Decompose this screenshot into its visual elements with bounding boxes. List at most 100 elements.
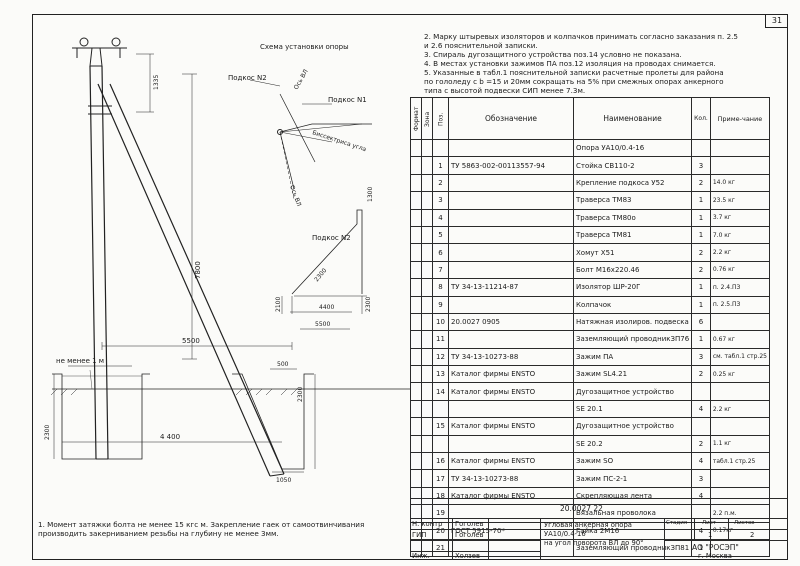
label-os-vl-1: Ось ВЛ (293, 68, 310, 91)
spec-cell-prim (709, 417, 770, 436)
spec-cell-empty (421, 347, 433, 367)
spec-cell-kol (691, 382, 711, 401)
label-stadia: Стадия (666, 520, 688, 526)
dim-4400b: 4 400 (160, 433, 180, 441)
spec-cell-naim: SE 20.2 (572, 434, 693, 454)
spec-cell-prim (709, 382, 770, 401)
spec-cell-empty (421, 399, 433, 419)
spec-cell-obozn: ТУ 5863-002-00113557-94 (448, 156, 574, 175)
spec-cell-empty (421, 225, 433, 245)
spec-cell-obozn (448, 173, 574, 193)
scheme-axis-b (279, 123, 372, 133)
spec-cell-kol: 4 (691, 399, 711, 419)
spec-cell-obozn: Каталог фирмы ENSTO (448, 382, 574, 401)
spec-cell-kol: 3 (691, 156, 711, 175)
spec-cell-empty (421, 278, 433, 297)
spec-cell-naim: Натяжная изолиров. подвеска (572, 312, 693, 332)
spec-cell-kol: 3 (691, 347, 711, 367)
spec-cell-obozn (448, 260, 574, 280)
spec-cell-obozn: ТУ 34-13-11214-87 (448, 278, 574, 297)
spec-cell-empty (410, 243, 422, 262)
scheme-title: Схема установки опоры (260, 43, 349, 51)
scheme-pole (277, 129, 283, 135)
org-name: АО "РОСЭП" (692, 543, 739, 552)
spec-cell-kol: 2 (691, 434, 711, 454)
spec-cell-kol: 1 (691, 191, 711, 210)
dim-1335: 1335 (153, 75, 160, 90)
dim-4400a: 4400 (319, 304, 334, 311)
spec-cell-poz: 5 (432, 225, 449, 245)
spec-cell-poz: 16 (432, 452, 449, 471)
spec-cell-poz: 13 (432, 365, 449, 384)
spec-cell-poz: 7 (432, 260, 449, 280)
col-primechanie: Приме-чание (709, 97, 770, 140)
spec-cell-empty (421, 365, 433, 384)
spec-cell-naim: Зажим ПС-2-1 (572, 469, 693, 488)
spec-cell-naim: Стойка СВ110-2 (572, 156, 693, 175)
spec-cell-empty (410, 138, 422, 158)
spec-cell-naim: Траверса ТМ83 (572, 191, 693, 210)
spec-cell-kol: 2 (691, 260, 711, 280)
note-line: 5. Указанные в табл.1 пояснительной запи… (424, 68, 724, 77)
dim-2100: 2100 (275, 297, 282, 312)
spec-cell-poz: 14 (432, 382, 449, 401)
spec-cell-prim: 0.76 кг (709, 260, 770, 280)
spec-cell-prim: 0.25 кг (709, 365, 770, 384)
spec-cell-obozn (448, 434, 574, 454)
spec-cell-empty (421, 469, 433, 488)
spec-cell-empty (410, 399, 422, 419)
spec-cell-obozn: Каталог фирмы ENSTO (448, 365, 574, 384)
title-block: 20.0027 22 Н. контр ГИП Инж. Гоголев Гог… (410, 498, 788, 560)
spec-cell-naim: Изолятор ШР-20Г (572, 278, 693, 297)
spec-cell-empty (410, 365, 422, 384)
dim-2300a: 2300 (313, 267, 328, 283)
spec-cell-naim: Зажим SO (572, 452, 693, 471)
spec-cell-prim: 3.7 кг (709, 208, 770, 227)
spec-cell-kol: 4 (691, 452, 711, 471)
bottom-note: 1. Момент затяжки болта не менее 15 кгс … (38, 520, 365, 538)
spec-cell-naim: SE 20.1 (572, 399, 693, 419)
spec-cell-prim: 2.2 кг (709, 399, 770, 419)
spec-cell-empty (410, 295, 422, 314)
col-format: Формат (410, 97, 422, 140)
col-naimenovanie: Наименование (572, 97, 693, 140)
title-line-3: на угол поворота ВЛ до 90° (544, 539, 644, 547)
spec-cell-empty (410, 347, 422, 367)
dim-7800: 7800 (194, 261, 202, 279)
spec-cell-empty (421, 330, 433, 349)
spec-cell-poz: 6 (432, 243, 449, 262)
spec-cell-obozn: Каталог фирмы ENSTO (448, 417, 574, 436)
spec-cell-prim: 0.67 кг (709, 330, 770, 349)
spec-cell-empty (421, 382, 433, 401)
spec-cell-empty (421, 452, 433, 471)
note-line: 4. В местах установки зажимов ПА поз.12 … (424, 59, 716, 68)
spec-cell-prim (709, 312, 770, 332)
spec-cell-poz (432, 138, 449, 158)
spec-cell-obozn: ТУ 34-13-10273-88 (448, 469, 574, 488)
spec-cell-obozn (448, 330, 574, 349)
spec-cell-empty (421, 173, 433, 193)
doc-code: 20.0027 22 (560, 504, 603, 513)
spec-cell-poz: 11 (432, 330, 449, 349)
spec-cell-naim: Дугозащитное устройство (572, 382, 693, 401)
spec-cell-empty (421, 295, 433, 314)
spec-cell-empty (421, 243, 433, 262)
spec-cell-obozn: ТУ 34-13-10273-88 (448, 347, 574, 367)
spec-cell-prim: п. 2.5.ПЗ (709, 295, 770, 314)
spec-cell-empty (410, 156, 422, 175)
spec-cell-prim: 23.5 кг (709, 191, 770, 210)
role-n-kontr: Н. контр (412, 520, 443, 528)
label-podkos-n2: Подкос N2 (228, 74, 267, 82)
label-ne-menee: не менее 1 м (56, 357, 104, 365)
spec-cell-empty (410, 225, 422, 245)
main-pole (89, 65, 109, 460)
